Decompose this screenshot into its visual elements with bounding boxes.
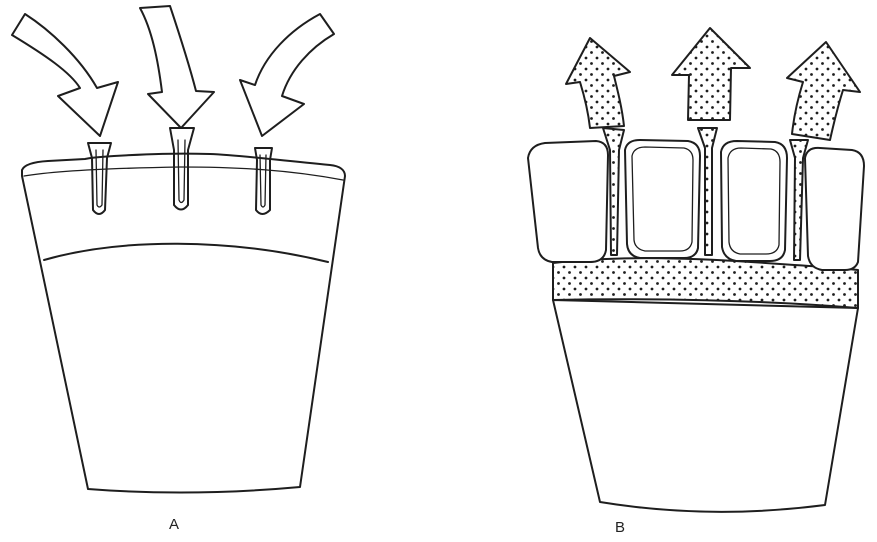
panel-b-arrow-center-icon <box>672 28 750 120</box>
panel-b-cell-3 <box>721 141 787 261</box>
panel-a-invagination-1 <box>88 143 111 214</box>
panel-b-label: B <box>615 519 625 536</box>
panel-a-arrow-right-icon <box>240 14 334 136</box>
panel-b <box>528 28 864 512</box>
panel-a-arrow-left-icon <box>12 14 118 136</box>
panel-a-surface-line <box>24 167 343 180</box>
panel-b-arrow-right-icon <box>787 42 860 140</box>
panel-a-label: A <box>169 516 179 533</box>
panel-a-invagination-1-inner <box>96 150 103 207</box>
panel-a-layer-boundary <box>44 244 328 262</box>
panel-a-tissue-outline <box>22 154 345 493</box>
panel-a <box>12 6 345 493</box>
panel-b-arrow-left-icon <box>566 38 630 128</box>
panel-a-arrow-center-icon <box>140 6 214 128</box>
panel-b-cell-1 <box>528 141 608 262</box>
panel-a-invagination-2 <box>170 128 194 210</box>
panel-b-cell-4 <box>805 148 864 270</box>
panel-b-cell-2 <box>625 140 700 258</box>
panel-b-tissue-outline <box>553 300 858 512</box>
panel-b-channel-2 <box>698 128 717 255</box>
panel-a-invagination-2-inner <box>178 140 185 203</box>
panel-a-invagination-3-inner <box>260 155 266 207</box>
